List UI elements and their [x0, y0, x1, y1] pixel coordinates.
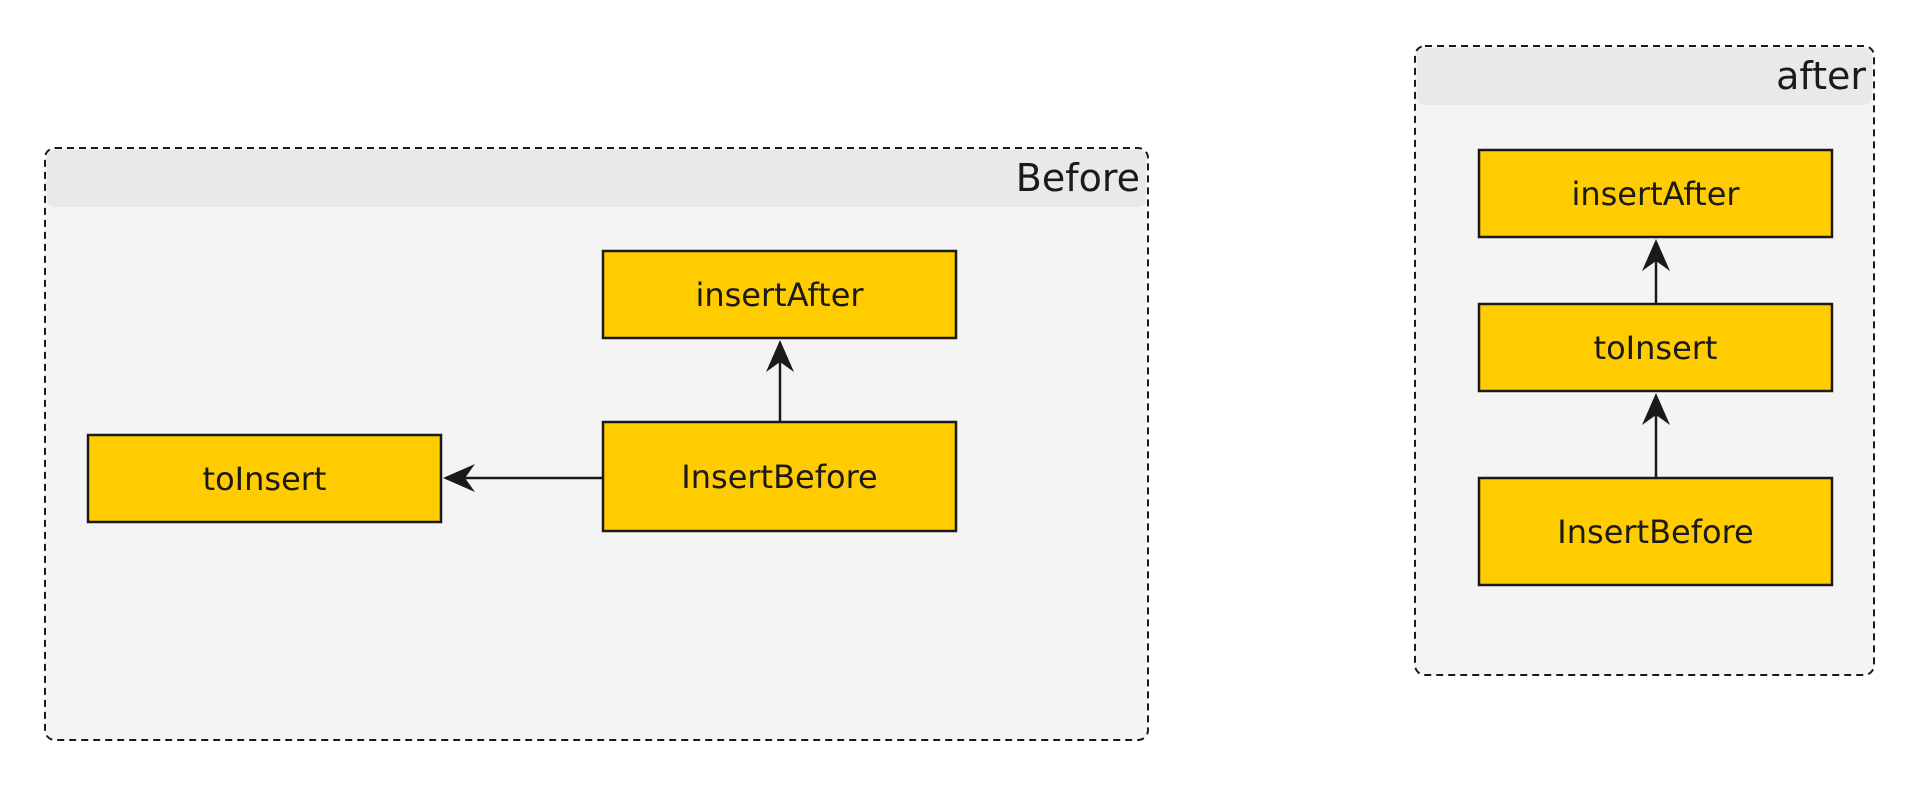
before-node-insert-before-label: InsertBefore: [681, 458, 877, 496]
before-node-insert-after-label: insertAfter: [695, 276, 864, 314]
after-node-insert-after[interactable]: insertAfter: [1477, 148, 1834, 239]
after-node-insert-before-label: InsertBefore: [1557, 513, 1753, 551]
arrowhead-icon: [1642, 239, 1670, 271]
before-node-insert-before[interactable]: InsertBefore: [601, 420, 958, 533]
before-node-to-insert[interactable]: toInsert: [86, 433, 443, 524]
package-before: Before insertAfter toInsert InsertBefore: [44, 147, 1149, 741]
package-before-title: Before: [1016, 156, 1140, 200]
after-node-insert-after-label: insertAfter: [1571, 175, 1740, 213]
before-edge-insertbefore-to-toinsert: [443, 464, 603, 492]
after-edge-toinsert-to-insertafter: [1642, 239, 1670, 304]
package-after: after insertAfter toInsert InsertBefore: [1414, 45, 1875, 676]
arrowhead-icon: [443, 464, 475, 492]
arrowhead-icon: [1642, 393, 1670, 425]
package-before-header: [47, 150, 1146, 207]
before-node-insert-after[interactable]: insertAfter: [601, 249, 958, 340]
package-after-title: after: [1776, 54, 1866, 98]
after-node-to-insert[interactable]: toInsert: [1477, 302, 1834, 393]
package-after-header: [1417, 48, 1872, 105]
arrowhead-icon: [766, 340, 794, 372]
after-node-insert-before[interactable]: InsertBefore: [1477, 476, 1834, 587]
before-edge-insertbefore-to-insertafter: [766, 340, 794, 422]
before-node-to-insert-label: toInsert: [203, 460, 327, 498]
after-edge-insertbefore-to-toinsert: [1642, 393, 1670, 478]
after-node-to-insert-label: toInsert: [1594, 329, 1718, 367]
